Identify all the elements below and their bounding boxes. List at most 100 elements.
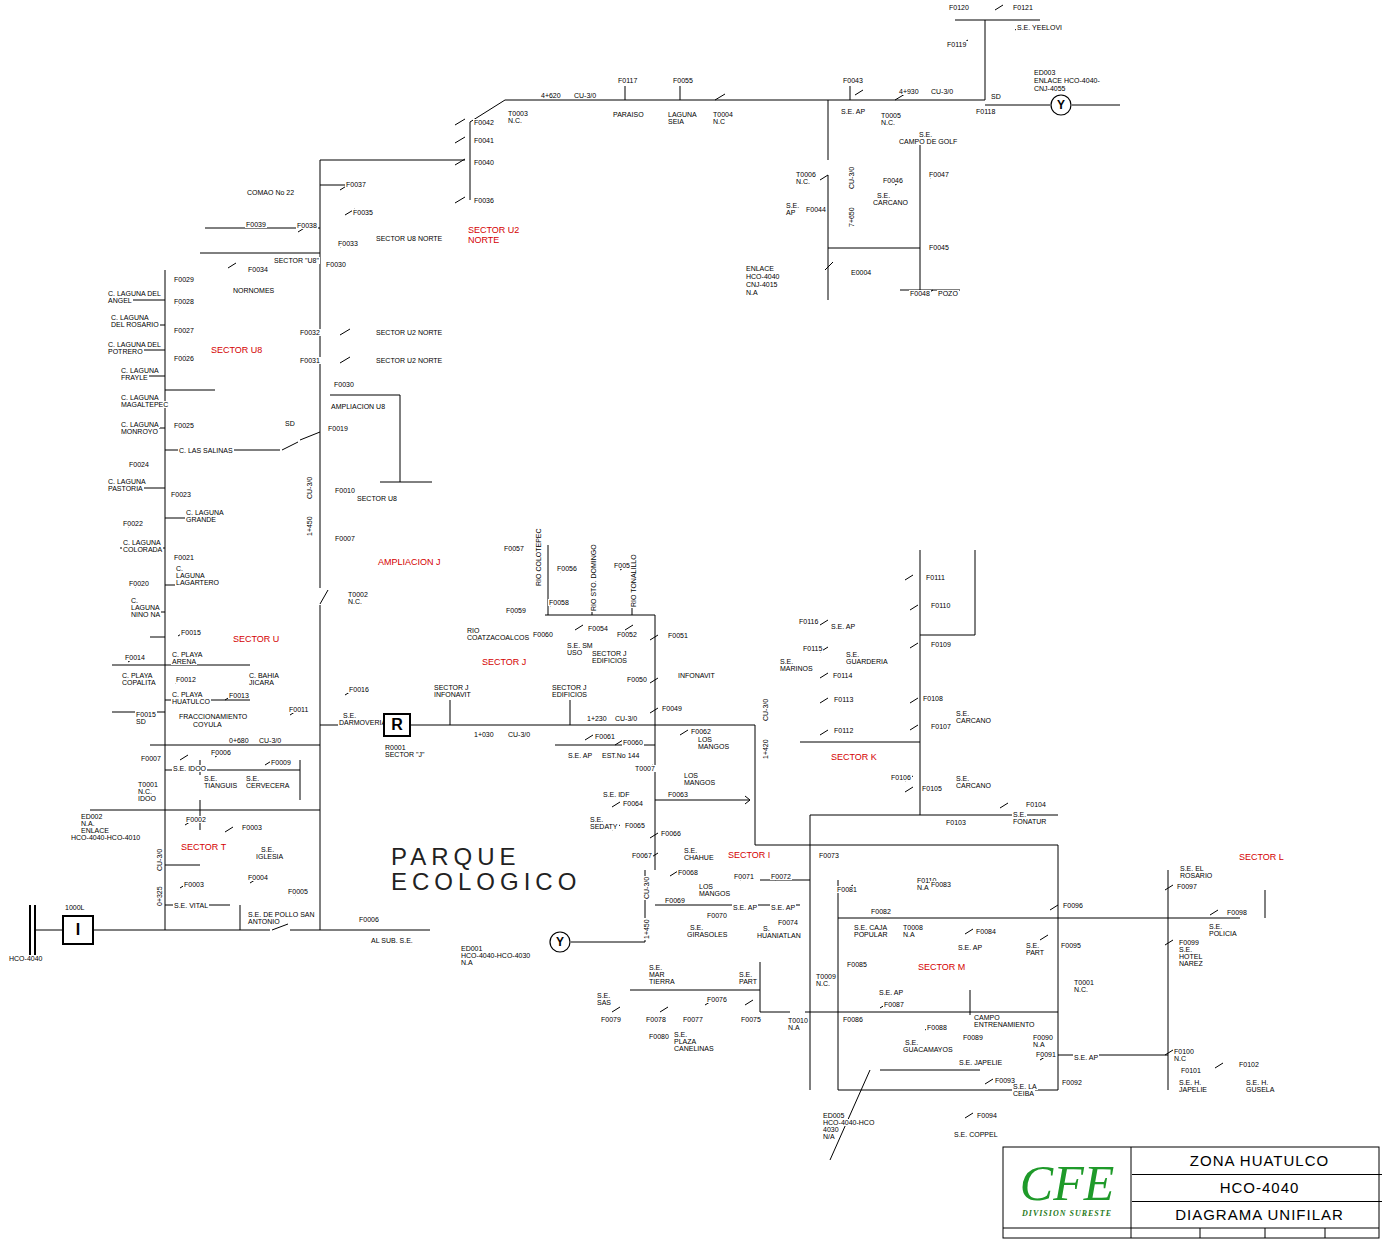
feeder-label: CU-3/0 xyxy=(573,92,597,99)
feeder-label: PART xyxy=(738,978,758,985)
feeder-label: F0045 xyxy=(928,244,950,251)
sector-label: SECTOR U2 xyxy=(467,226,520,235)
feeder-label: LOS xyxy=(697,736,713,743)
node-text: I xyxy=(76,921,80,939)
feeder-label: F0009 xyxy=(270,759,292,766)
feeder-label: F0099 xyxy=(1178,939,1200,946)
feeder-label: S.E. xyxy=(596,992,611,999)
feeder-label: 4030 xyxy=(822,1126,840,1133)
feeder-label: IGLESIA xyxy=(255,853,284,860)
feeder-label: SD xyxy=(135,718,147,725)
feeder-label: PLAZA xyxy=(673,1038,697,1045)
feeder-label: F0069 xyxy=(664,897,686,904)
feeder-label: S.E. AP xyxy=(770,904,796,911)
feeder-label: F0004 xyxy=(247,874,269,881)
feeder-label: RIO xyxy=(466,627,480,634)
feeder-label: CERVECERA xyxy=(245,782,290,789)
feeder-label: F0062 xyxy=(690,728,712,735)
feeder-label: T0001 xyxy=(137,781,159,788)
feeder-label: F0011 xyxy=(288,706,309,713)
feeder-label: S.E. xyxy=(689,924,704,931)
feeder-label: ENLACE HCO-4040- xyxy=(1033,77,1101,84)
feeder-label: F0050 xyxy=(626,676,648,683)
feeder-label: F0016 xyxy=(348,686,370,693)
feeder-label: F0091 xyxy=(1035,1051,1057,1058)
line-spec-label: 7+650 xyxy=(848,206,855,228)
feeder-label: ANGEL xyxy=(107,297,133,304)
feeder-label: F0076 xyxy=(706,996,728,1003)
feeder-label: MONROYO xyxy=(120,428,159,435)
feeder-label: F0024 xyxy=(128,461,150,468)
feeder-label: F0040 xyxy=(473,159,495,166)
feeder-label: 4+620 xyxy=(540,92,562,99)
feeder-label: 1+030 xyxy=(473,731,495,738)
feeder-label: INFONAVIT xyxy=(433,691,472,698)
feeder-label: F0003 xyxy=(183,881,205,888)
feeder-label: F0074 xyxy=(777,919,799,926)
feeder-label: EST.No 144 xyxy=(601,752,640,759)
feeder-label: CU-3/0 xyxy=(930,88,954,95)
feeder-label: S.E. xyxy=(648,964,663,971)
feeder-label: COATZACOALCOS xyxy=(466,634,530,641)
feeder-label: CEIBA xyxy=(1012,1090,1035,1097)
feeder-label: AMPLIACION U8 xyxy=(330,403,386,410)
feeder-label: T0006 xyxy=(795,171,817,178)
feeder-label: F0058 xyxy=(548,599,570,606)
feeder-label: SECTOR J xyxy=(433,684,470,691)
feeder-label: F0087 xyxy=(883,1001,905,1008)
feeder-label: F0107 xyxy=(930,723,952,730)
feeder-label: F0071 xyxy=(733,873,755,880)
feeder-label: S.E. xyxy=(203,775,218,782)
feeder-label: ROSARIO xyxy=(1179,872,1213,879)
source-circle: Y xyxy=(1050,94,1072,116)
feeder-label: T0010 xyxy=(787,1017,809,1024)
feeder-label: F0020 xyxy=(128,580,150,587)
feeder-label: COMAO No 22 xyxy=(246,189,295,196)
feeder-label: S.E. xyxy=(683,847,698,854)
feeder-label: S.E. xyxy=(1012,811,1027,818)
feeder-label: F0022 xyxy=(122,520,144,527)
feeder-label: ED003 xyxy=(1033,69,1056,76)
feeder-label: F0100 xyxy=(1173,1048,1195,1055)
feeder-label: F0054 xyxy=(587,625,609,632)
feeder-label: SECTOR U2 NORTE xyxy=(375,357,443,364)
feeder-label: DARMOVERIA xyxy=(338,719,387,726)
feeder-label: S.E. CAJA xyxy=(853,924,888,931)
feeder-label: T0003 xyxy=(507,110,529,117)
feeder-label: INFONAVIT xyxy=(677,672,716,679)
feeder-label: F0120 xyxy=(948,4,970,11)
feeder-label: MANGOS xyxy=(697,743,730,750)
feeder-label: GRANDE xyxy=(185,516,217,523)
line-spec-label: CU-3/0 xyxy=(643,876,650,900)
feeder-label: 0+680 xyxy=(228,737,250,744)
feeder-label: F0103 xyxy=(945,819,967,826)
feeder-label: F0089 xyxy=(962,1034,984,1041)
sector-label: SECTOR M xyxy=(917,963,966,972)
node-text: CFE xyxy=(1020,1157,1114,1209)
feeder-label: PART xyxy=(1025,949,1045,956)
feeder-label: CU-3/0 xyxy=(507,731,531,738)
feeder-label: F0094 xyxy=(976,1112,998,1119)
feeder-label: USO xyxy=(566,649,583,656)
feeder-label: NINO NA xyxy=(130,611,161,618)
feeder-label: F0104 xyxy=(1025,801,1047,808)
feeder-label: S.E. DE POLLO SAN xyxy=(247,911,316,918)
feeder-label: F0042 xyxy=(473,119,495,126)
feeder-label: T0008 xyxy=(902,924,924,931)
feeder-label: HUANIATLAN xyxy=(756,932,802,939)
feeder-label: N.C. xyxy=(507,117,523,124)
feeder-label: T0005 xyxy=(880,112,902,119)
feeder-label: COLORADA xyxy=(122,546,163,553)
feeder-label: S.E. H. xyxy=(1245,1079,1269,1086)
line-spec-label: 1+450 xyxy=(306,515,313,537)
feeder-label: S.E. xyxy=(260,846,275,853)
feeder-label: F0084 xyxy=(975,928,997,935)
feeder-label: ENLACE xyxy=(745,265,775,272)
feeder-label: C. BAHIA xyxy=(248,672,280,679)
feeder-label: GUARDERIA xyxy=(845,658,889,665)
feeder-label: N.C. xyxy=(795,178,811,185)
feeder-label: F0026 xyxy=(173,355,195,362)
feeder-label: F0114 xyxy=(832,672,853,679)
feeder-label: N.C. xyxy=(1073,986,1089,993)
